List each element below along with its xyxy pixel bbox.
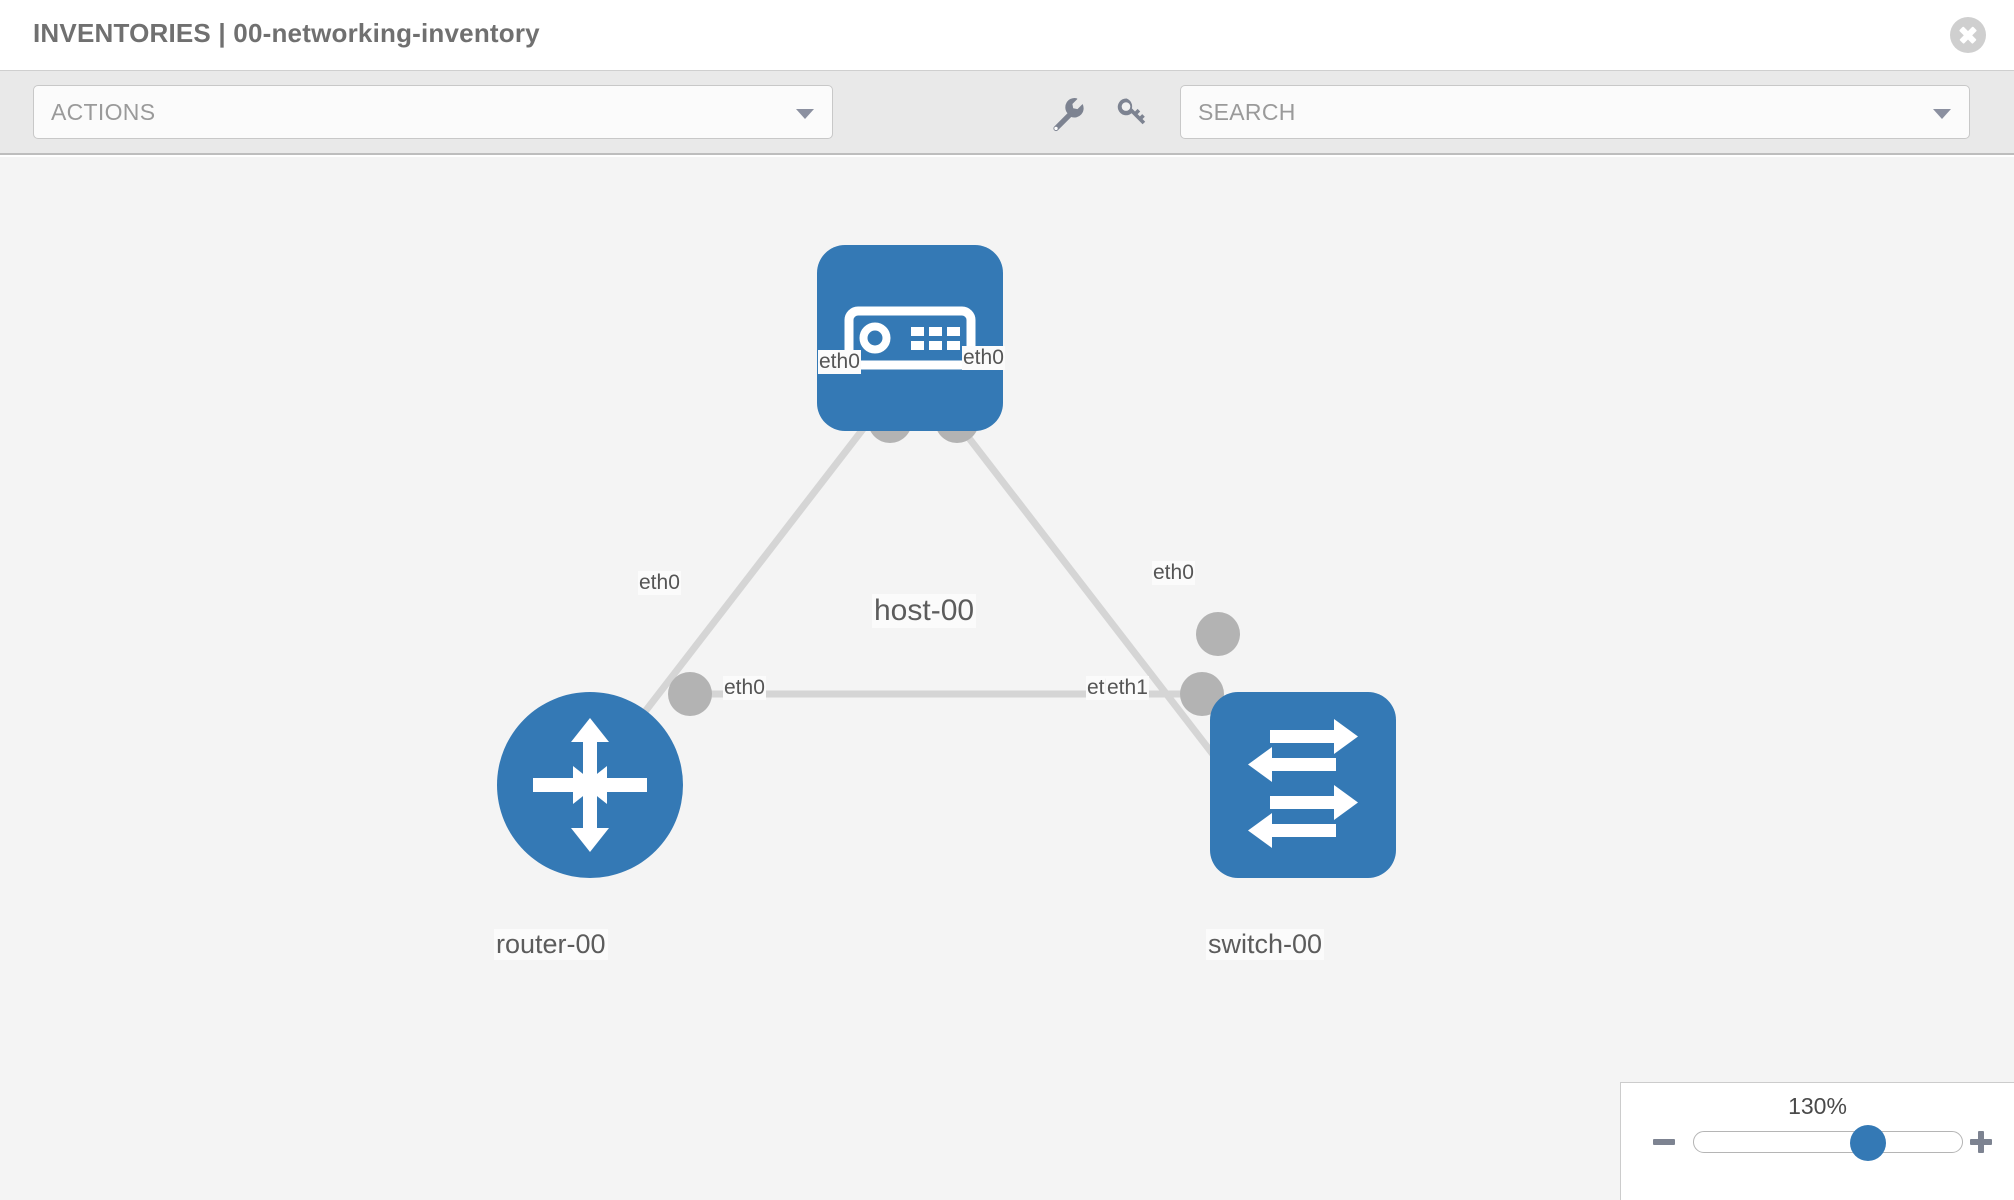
close-icon[interactable] (1950, 17, 1986, 53)
topology-canvas[interactable]: host-00 router-00 (0, 157, 2014, 1200)
topology-edges (607, 404, 1218, 760)
edge-host00-router00 (607, 404, 883, 760)
iface-label-switch00-host00: eth0 (1152, 561, 1195, 585)
toolbar: ACTIONS SEARCH (0, 70, 2014, 155)
zoom-control-panel: 130% (1620, 1082, 2014, 1200)
node-label-router-00: router-00 (494, 929, 608, 960)
switch-icon (1248, 719, 1358, 848)
iface-label-host00-router00: eth0 (818, 350, 861, 374)
node-host-00[interactable] (817, 245, 1003, 431)
actions-dropdown-label: ACTIONS (51, 99, 156, 125)
connector-switch00-top (1196, 612, 1240, 656)
edge-host00-switch00 (942, 404, 1218, 760)
breadcrumb: INVENTORIES | 00-networking-inventory (33, 18, 540, 48)
zoom-slider-thumb[interactable] (1850, 1125, 1886, 1161)
search-input[interactable]: SEARCH (1180, 85, 1970, 139)
iface-label-host00-switch00: eth0 (962, 346, 1005, 370)
connector-router00-right (668, 672, 712, 716)
node-label-switch-00: switch-00 (1206, 929, 1325, 960)
iface-label-router00-host00: eth0 (638, 571, 681, 595)
node-switch-00[interactable] (1210, 692, 1396, 878)
wrench-icon[interactable] (1046, 93, 1086, 133)
zoom-in-button[interactable] (1966, 1127, 1996, 1157)
search-placeholder: SEARCH (1198, 99, 1296, 125)
server-icon (844, 306, 976, 370)
node-router-00[interactable] (497, 692, 683, 878)
router-icon (533, 718, 647, 852)
iface-label-router00-switch00: eth0 (723, 676, 766, 700)
iface-label-switch00-router00: eth1 (1106, 676, 1149, 700)
zoom-level-label: 130% (1788, 1093, 1847, 1119)
chevron-down-icon (796, 109, 814, 119)
chevron-down-icon (1933, 109, 1951, 119)
zoom-slider[interactable] (1693, 1125, 1963, 1161)
page-header: INVENTORIES | 00-networking-inventory (0, 0, 2014, 70)
actions-dropdown[interactable]: ACTIONS (33, 85, 833, 139)
zoom-out-button[interactable] (1649, 1127, 1679, 1157)
node-label-host-00: host-00 (872, 594, 977, 628)
key-icon[interactable] (1112, 93, 1152, 133)
